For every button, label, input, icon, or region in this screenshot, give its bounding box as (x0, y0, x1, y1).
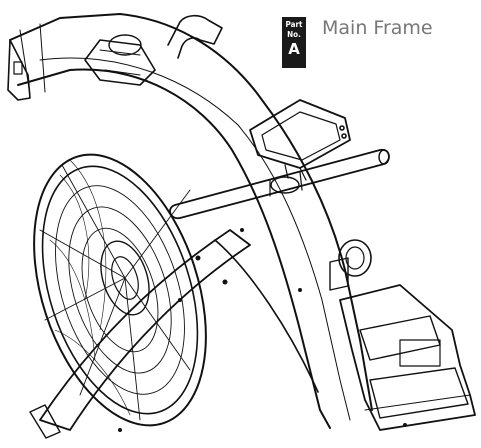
part-name-caption: Main Frame (322, 17, 433, 39)
fan-wheel (33, 153, 207, 427)
main-rail (7, 13, 373, 429)
rear-support (29, 229, 319, 439)
handlebar (169, 148, 390, 220)
part-label-line2: No. (287, 30, 301, 39)
rear-base (329, 239, 476, 431)
part-label-line1: Part (285, 20, 303, 29)
part-number-badge: Part No. A (282, 17, 306, 68)
bolts (118, 228, 407, 432)
part-letter: A (288, 40, 300, 58)
monitor (249, 99, 351, 181)
